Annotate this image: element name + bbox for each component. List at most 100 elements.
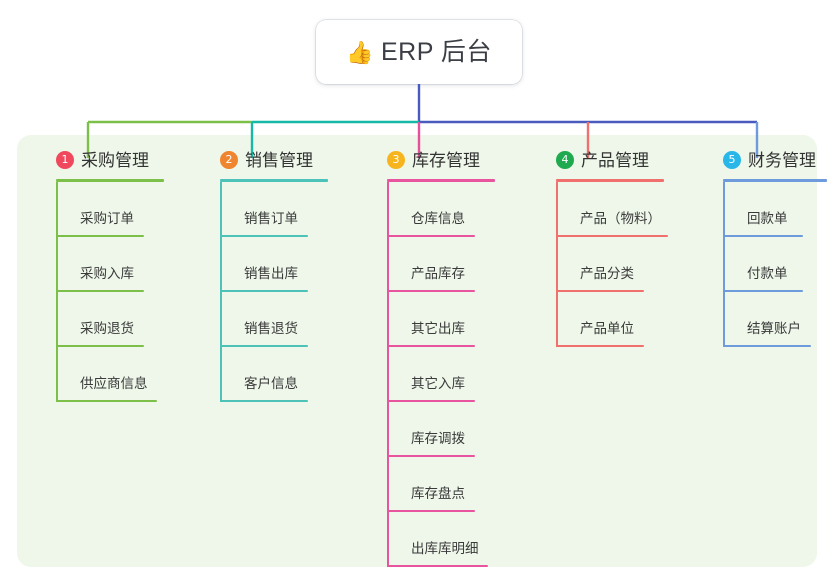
root-node[interactable]: 👍ERP 后台 <box>316 20 522 84</box>
column-header-5[interactable]: 5 财务管理 <box>703 147 827 173</box>
leaf-item-label: 出库库明细 <box>411 540 479 556</box>
column-title-5: 财务管理 <box>748 150 816 170</box>
column-badge-1: 1 <box>56 151 74 169</box>
column-rule-4 <box>556 179 664 182</box>
leaf-item-label: 产品库存 <box>411 265 465 281</box>
column-spine-3 <box>387 182 389 567</box>
column-badge-5: 5 <box>723 151 741 169</box>
leaf-item-rule <box>56 345 144 347</box>
column-5: 5 财务管理回款单付款单结算账户 <box>703 147 827 347</box>
leaf-item-label: 其它出库 <box>411 320 465 336</box>
leaf-item-rule <box>723 235 803 237</box>
leaf-item-label: 客户信息 <box>244 375 298 391</box>
column-badge-3: 3 <box>387 151 405 169</box>
leaf-item[interactable]: 采购退货 <box>56 292 164 347</box>
column-items-1: 采购订单采购入库采购退货供应商信息 <box>56 182 164 402</box>
leaf-item-label: 采购退货 <box>80 320 134 336</box>
leaf-item[interactable]: 结算账户 <box>723 292 827 347</box>
column-rule-3 <box>387 179 495 182</box>
column-spine-5 <box>723 182 725 347</box>
leaf-item-rule <box>723 290 803 292</box>
leaf-item-rule <box>387 345 475 347</box>
leaf-item-label: 产品单位 <box>580 320 634 336</box>
diagram-background-panel <box>17 135 817 567</box>
leaf-item[interactable]: 库存调拨 <box>387 402 495 457</box>
leaf-item-rule <box>220 235 308 237</box>
leaf-item-label: 其它入库 <box>411 375 465 391</box>
column-title-2: 销售管理 <box>245 150 313 170</box>
column-3: 3 库存管理仓库信息产品库存其它出库其它入库库存调拨库存盘点出库库明细 <box>367 147 495 567</box>
leaf-item-rule <box>556 290 644 292</box>
leaf-item-label: 销售订单 <box>244 210 298 226</box>
leaf-item-rule <box>387 565 488 567</box>
leaf-item-rule <box>723 345 811 347</box>
column-header-2[interactable]: 2 销售管理 <box>200 147 328 173</box>
leaf-item-rule <box>56 400 157 402</box>
column-rule-2 <box>220 179 328 182</box>
leaf-item-rule <box>56 235 144 237</box>
column-items-4: 产品（物料） 产品分类产品单位 <box>556 182 668 347</box>
leaf-item-label: 供应商信息 <box>80 375 148 391</box>
leaf-item[interactable]: 销售出库 <box>220 237 328 292</box>
leaf-item[interactable]: 产品单位 <box>556 292 664 347</box>
leaf-item[interactable]: 销售退货 <box>220 292 328 347</box>
leaf-item-rule <box>220 290 308 292</box>
leaf-item-label: 结算账户 <box>747 320 801 336</box>
leaf-item[interactable]: 其它入库 <box>387 347 495 402</box>
leaf-item-rule <box>387 235 475 237</box>
leaf-item-rule <box>220 400 308 402</box>
column-1: 1 采购管理采购订单采购入库采购退货供应商信息 <box>36 147 164 402</box>
column-header-4[interactable]: 4 产品管理 <box>536 147 664 173</box>
leaf-item[interactable]: 仓库信息 <box>387 182 495 237</box>
leaf-item-label: 销售退货 <box>244 320 298 336</box>
leaf-item-rule <box>387 400 475 402</box>
column-spine-2 <box>220 182 222 402</box>
leaf-item-label: 回款单 <box>747 210 788 226</box>
column-items-5: 回款单付款单结算账户 <box>723 182 827 347</box>
leaf-item[interactable]: 产品（物料） <box>556 182 668 237</box>
column-spine-1 <box>56 182 58 402</box>
column-rule-1 <box>56 179 164 182</box>
leaf-item-rule <box>387 510 475 512</box>
column-title-3: 库存管理 <box>412 150 480 170</box>
leaf-item[interactable]: 产品分类 <box>556 237 664 292</box>
leaf-item-label: 仓库信息 <box>411 210 465 226</box>
leaf-item[interactable]: 销售订单 <box>220 182 328 237</box>
leaf-item[interactable]: 回款单 <box>723 182 827 237</box>
leaf-item-rule <box>387 455 475 457</box>
leaf-item-label: 库存盘点 <box>411 485 465 501</box>
leaf-item[interactable]: 供应商信息 <box>56 347 164 402</box>
root-node-label: 👍ERP 后台 <box>346 39 492 65</box>
column-title-4: 产品管理 <box>581 150 649 170</box>
leaf-item-rule <box>556 345 644 347</box>
leaf-item[interactable]: 产品库存 <box>387 237 495 292</box>
leaf-item-label: 采购订单 <box>80 210 134 226</box>
column-rule-5 <box>723 179 827 182</box>
column-badge-4: 4 <box>556 151 574 169</box>
leaf-item[interactable]: 付款单 <box>723 237 827 292</box>
leaf-item[interactable]: 客户信息 <box>220 347 328 402</box>
column-header-3[interactable]: 3 库存管理 <box>367 147 495 173</box>
column-4: 4 产品管理产品（物料） 产品分类产品单位 <box>536 147 668 347</box>
leaf-item[interactable]: 其它出库 <box>387 292 495 347</box>
leaf-item[interactable]: 库存盘点 <box>387 457 495 512</box>
column-spine-4 <box>556 182 558 347</box>
leaf-item-label: 产品分类 <box>580 265 634 281</box>
leaf-item[interactable]: 出库库明细 <box>387 512 495 567</box>
leaf-item-label: 销售出库 <box>244 265 298 281</box>
column-items-2: 销售订单销售出库销售退货客户信息 <box>220 182 328 402</box>
leaf-item-rule <box>220 345 308 347</box>
leaf-item[interactable]: 采购订单 <box>56 182 164 237</box>
leaf-item-rule <box>387 290 475 292</box>
column-items-3: 仓库信息产品库存其它出库其它入库库存调拨库存盘点出库库明细 <box>387 182 495 567</box>
column-2: 2 销售管理销售订单销售出库销售退货客户信息 <box>200 147 328 402</box>
column-badge-2: 2 <box>220 151 238 169</box>
thumbs-up-icon: 👍 <box>346 39 374 65</box>
leaf-item-label: 产品（物料） <box>580 210 661 226</box>
leaf-item[interactable]: 采购入库 <box>56 237 164 292</box>
column-title-1: 采购管理 <box>81 150 149 170</box>
leaf-item-label: 付款单 <box>747 265 788 281</box>
leaf-item-label: 库存调拨 <box>411 430 465 446</box>
column-header-1[interactable]: 1 采购管理 <box>36 147 164 173</box>
leaf-item-rule <box>56 290 144 292</box>
